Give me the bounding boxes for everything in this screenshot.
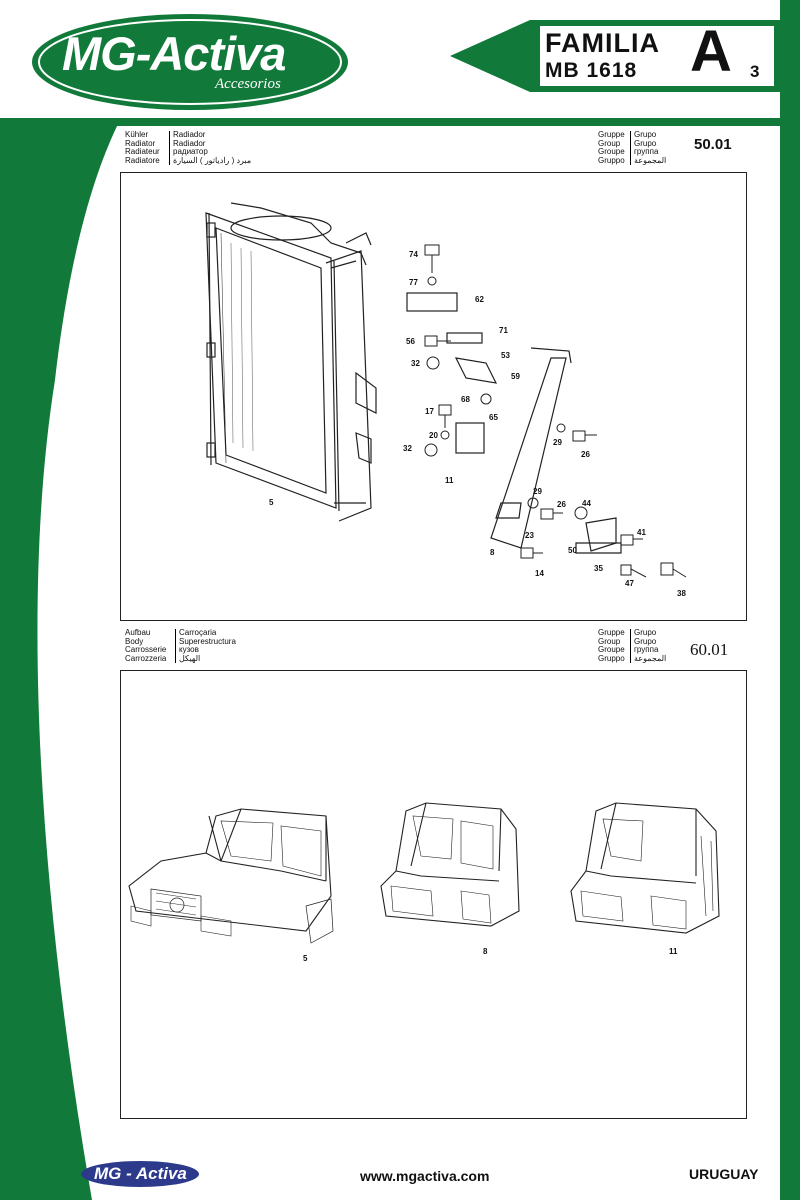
callout-47: 47 (625, 579, 634, 588)
footer-country: URUGUAY (689, 1166, 759, 1182)
callout-17: 17 (425, 407, 434, 416)
callout-23: 23 (525, 531, 534, 540)
model-label: MB 1618 (545, 59, 638, 82)
callout-56: 56 (406, 337, 415, 346)
callout-11: 11 (445, 476, 454, 485)
brand-logo: MG-Activa (62, 27, 286, 80)
callout-cab-8: 8 (483, 947, 488, 956)
section2-names: Aufbau Body Carrosserie Carrozzeria Carr… (125, 628, 236, 663)
family-letter: A (690, 19, 732, 84)
brand-logo-subtitle: Accesorios (215, 76, 281, 92)
section2-group-labels: Gruppe Group Groupe Gruppo Grupo Grupo г… (598, 628, 667, 663)
familia-label: FAMILIA (545, 28, 660, 58)
callout-65: 65 (489, 413, 498, 422)
callout-35: 35 (594, 564, 603, 573)
callout-71: 71 (499, 326, 508, 335)
section2-group-code: 60.01 (690, 640, 729, 659)
callout-41: 41 (637, 528, 646, 537)
callout-29a: 29 (553, 438, 562, 447)
callout-50: 50 (568, 546, 577, 555)
callout-59: 59 (511, 372, 520, 381)
radiator-exploded-drawing (205, 202, 687, 578)
callout-cab-5: 5 (303, 954, 308, 963)
callout-53: 53 (501, 351, 510, 360)
footer-website-link[interactable]: www.mgactiva.com (360, 1168, 490, 1184)
callout-8: 8 (490, 548, 495, 557)
callout-38: 38 (677, 589, 686, 598)
callout-26b: 26 (557, 500, 566, 509)
callout-5: 5 (269, 498, 274, 507)
section1-group-labels: Gruppe Group Groupe Gruppo Grupo Grupo г… (598, 130, 667, 165)
cab-body-drawings (128, 802, 720, 944)
callout-77: 77 (409, 278, 418, 287)
callout-68: 68 (461, 395, 470, 404)
family-number: 3 (750, 62, 760, 81)
section1-group-code: 50.01 (694, 136, 732, 153)
footer-logo: MG - Activa (80, 1160, 200, 1188)
callout-62: 62 (475, 295, 484, 304)
callout-14: 14 (535, 569, 544, 578)
callout-cab-11: 11 (669, 947, 678, 956)
callout-32b: 32 (403, 444, 412, 453)
callout-29b: 29 (533, 487, 542, 496)
callout-44: 44 (582, 499, 591, 508)
logo-ellipse (32, 14, 348, 110)
callout-26a: 26 (581, 450, 590, 459)
callout-32a: 32 (411, 359, 420, 368)
section1-names: Kühler Radiator Radiateur Radiatore Radi… (125, 130, 252, 165)
callout-20: 20 (429, 431, 438, 440)
callout-74: 74 (409, 250, 418, 259)
cab-body-diagram-frame: 5 8 11 (120, 670, 747, 1119)
radiator-diagram-frame: 74 77 62 71 56 53 32 59 68 17 65 20 29 2… (120, 172, 747, 621)
